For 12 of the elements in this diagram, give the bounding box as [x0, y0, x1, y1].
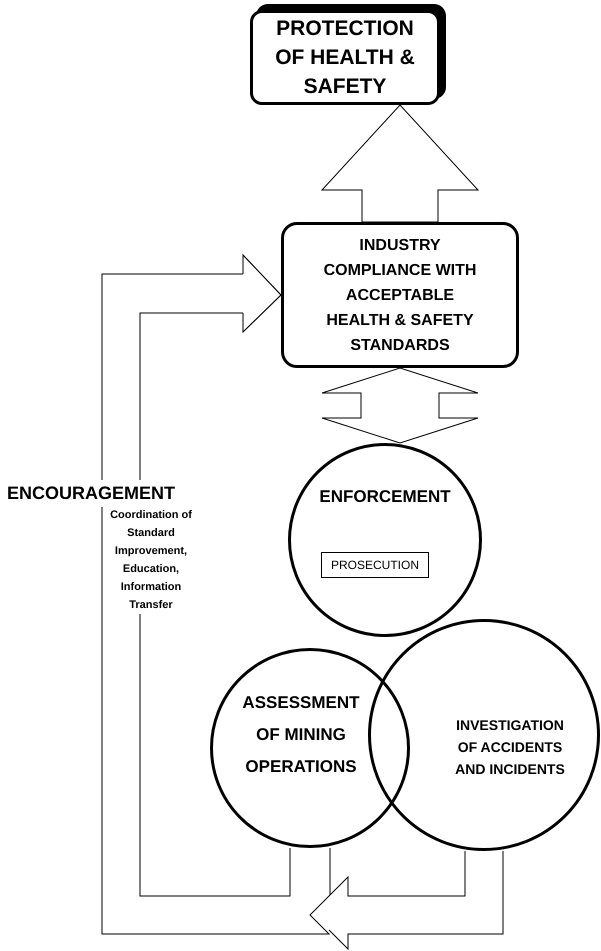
process-box — [321, 552, 429, 578]
block-arrow — [320, 104, 480, 222]
node-text: INVESTIGATION OF ACCIDENTS AND INCIDENTS — [455, 717, 565, 777]
block-arrow-outline — [328, 848, 504, 950]
node-text: PROSECUTION — [330, 557, 419, 574]
node-text: ASSESSMENT OF MINING OPERATIONS — [242, 693, 360, 776]
process-box — [281, 222, 519, 368]
node-text: INDUSTRY COMPLIANCE WITH ACCEPTABLE HEALTH & SAFETY STANDARDS — [322, 236, 478, 356]
label-heading: ENCOURAGEMENT — [7, 480, 176, 507]
node-text: PROTECTION OF HEALTH & SAFETY — [274, 16, 416, 100]
node-text: ENFORCEMENT — [319, 487, 451, 506]
block-arrow — [322, 368, 478, 444]
